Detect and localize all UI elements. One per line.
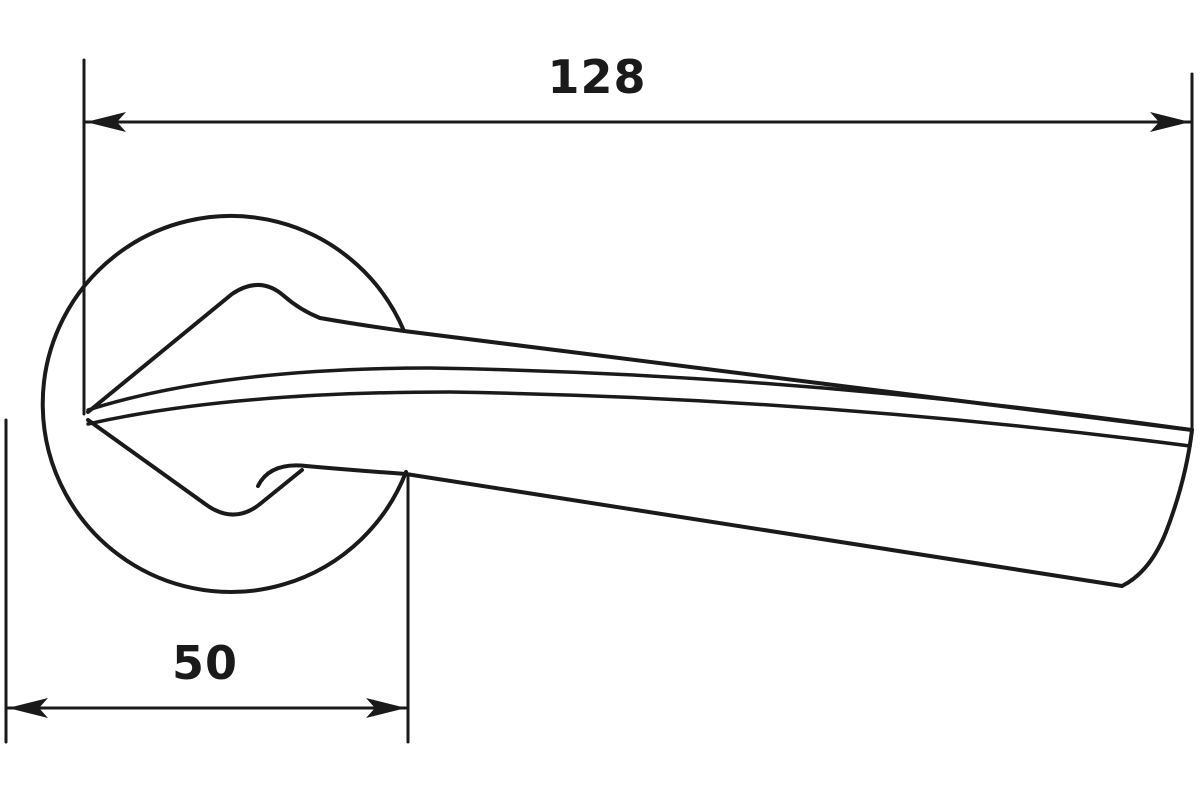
lever-tip: [1120, 428, 1194, 588]
handle-neck-outline: [86, 283, 322, 414]
lever-bottom-edge: [304, 464, 1124, 588]
overall-length-label: 128: [547, 50, 647, 104]
rose-outline: [40, 214, 408, 594]
lever-ridge-lower: [86, 390, 1192, 448]
neck-inner-curl: [256, 463, 308, 488]
handle-neck-lower-outline: [86, 418, 304, 517]
rose-diameter-label: 50: [171, 636, 239, 690]
lever-ridge-upper: [86, 366, 1194, 432]
lever-top-edge: [318, 316, 1194, 432]
